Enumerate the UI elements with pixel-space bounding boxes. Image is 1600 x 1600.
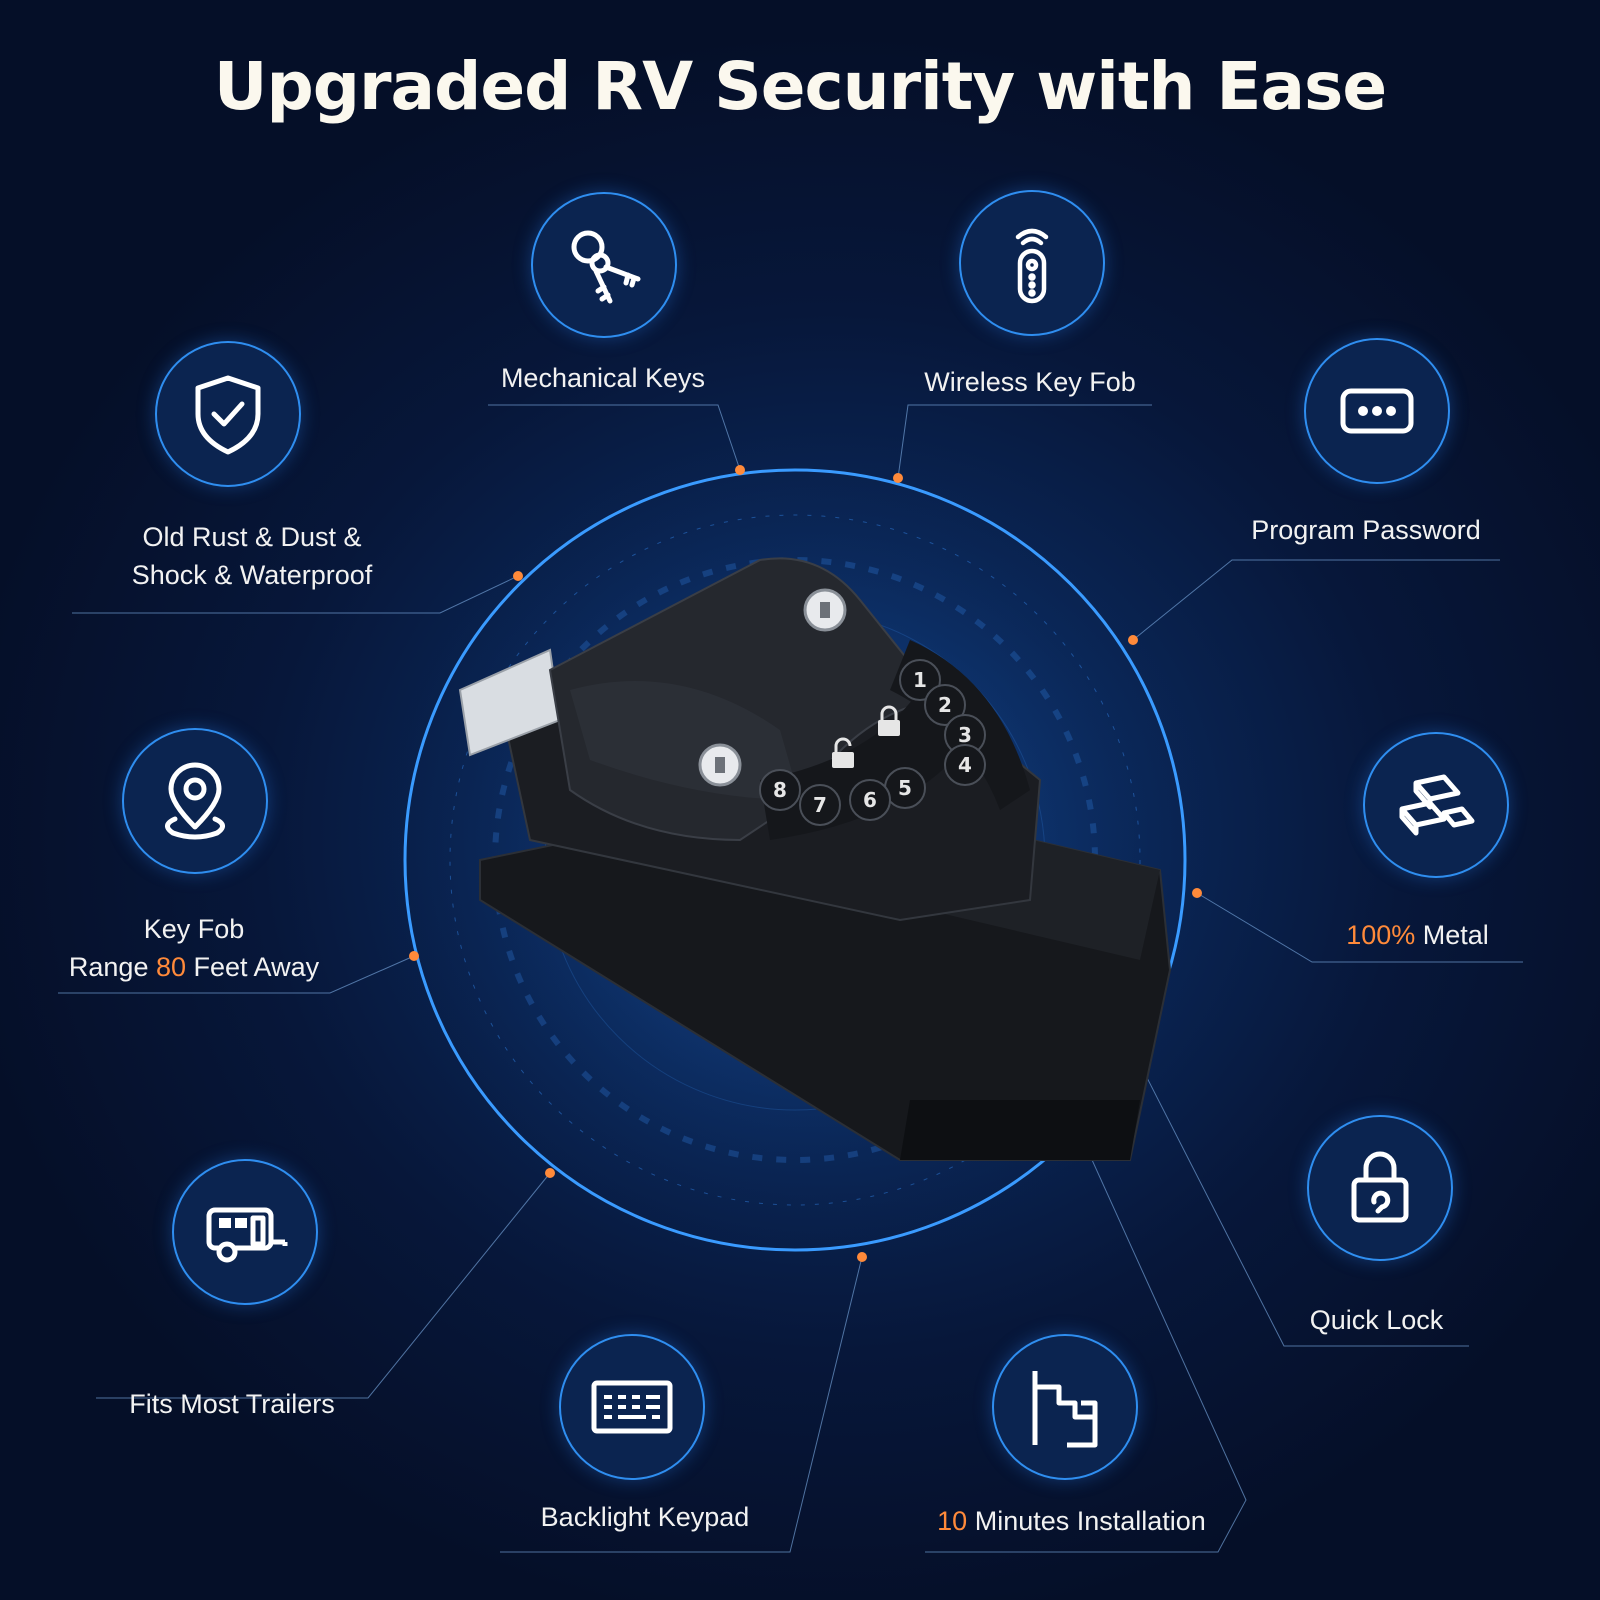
keypad-key: 6 bbox=[863, 788, 877, 812]
backlight-keypad-label: Backlight Keypad bbox=[540, 1502, 750, 1532]
rust-proof-line2: Shock & Waterproof bbox=[131, 560, 373, 590]
metal-badge bbox=[1363, 732, 1509, 878]
keypad-key: 5 bbox=[898, 776, 912, 800]
rust-proof-line1: Old Rust & Dust & bbox=[142, 522, 362, 552]
trailer-icon bbox=[206, 1207, 288, 1263]
fob-range-line1: Key Fob bbox=[143, 914, 245, 944]
quick-lock-label: Quick Lock bbox=[1309, 1305, 1444, 1335]
keypad-key: 1 bbox=[913, 668, 927, 692]
metal-bars-icon bbox=[1399, 774, 1475, 836]
mechanical-keys-label: Mechanical Keys bbox=[500, 363, 706, 393]
installation-text: Minutes Installation bbox=[967, 1506, 1206, 1536]
metal-label: 100% Metal bbox=[1312, 916, 1523, 954]
trailers-badge bbox=[172, 1159, 318, 1305]
page-title: Upgraded RV Security with Ease bbox=[213, 48, 1387, 125]
backlight-keypad-badge bbox=[559, 1334, 705, 1480]
installation-label: 10 Minutes Installation bbox=[925, 1502, 1218, 1540]
rust-proof-label: Old Rust & Dust & Shock & Waterproof bbox=[72, 518, 432, 594]
metal-text: Metal bbox=[1415, 920, 1489, 950]
keypad-icon bbox=[591, 1380, 673, 1434]
keypad-key: 2 bbox=[938, 693, 952, 717]
wireless-fob-label: Wireless Key Fob bbox=[924, 367, 1136, 397]
keys-icon bbox=[571, 230, 641, 304]
outer-ring bbox=[403, 468, 1187, 1252]
mechanical-keys-badge bbox=[531, 192, 677, 338]
metal-number: 100% bbox=[1346, 920, 1416, 950]
door-frame-icon bbox=[1032, 1371, 1098, 1448]
fob-range-label: Key Fob Range 80 Feet Away bbox=[58, 910, 330, 986]
location-pin-icon bbox=[165, 762, 225, 840]
password-dots-icon bbox=[1340, 388, 1414, 434]
keypad-key: 8 bbox=[773, 778, 787, 802]
fob-range-number: 80 bbox=[155, 952, 187, 982]
padlock-icon bbox=[1351, 1151, 1409, 1223]
keypad-key: 7 bbox=[813, 793, 827, 817]
trailers-label: Fits Most Trailers bbox=[129, 1389, 335, 1419]
fob-range-prefix: Range bbox=[68, 952, 156, 982]
fob-range-badge bbox=[122, 728, 268, 874]
rv-lock-product-image: 1 2 3 4 5 6 7 8 bbox=[458, 557, 1172, 1161]
wireless-fob-badge bbox=[959, 190, 1105, 336]
fob-range-suffix: Feet Away bbox=[186, 952, 320, 982]
program-password-label: Program Password bbox=[1251, 515, 1481, 545]
shield-check-icon bbox=[195, 375, 261, 455]
quick-lock-badge bbox=[1307, 1115, 1453, 1261]
program-password-badge bbox=[1304, 338, 1450, 484]
keypad-key: 4 bbox=[958, 753, 972, 777]
installation-number: 10 bbox=[937, 1506, 968, 1536]
keypad-key: 3 bbox=[958, 723, 972, 747]
rust-proof-badge bbox=[155, 341, 301, 487]
fob-range-line2: Range 80 Feet Away bbox=[58, 948, 330, 986]
installation-badge bbox=[992, 1334, 1138, 1480]
remote-fob-icon bbox=[1015, 228, 1049, 304]
